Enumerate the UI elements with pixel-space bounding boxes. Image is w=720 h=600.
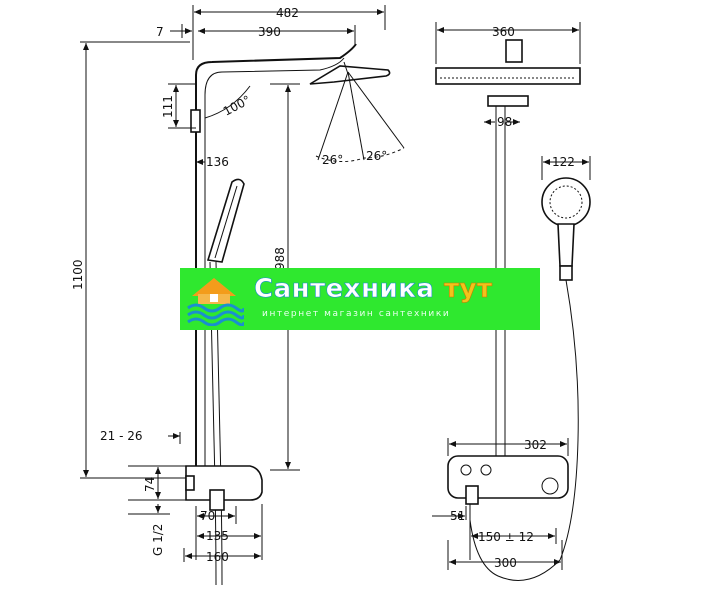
dim-390-label: 390 <box>258 25 281 39</box>
watermark-banner: Сантехника тут интернет магазин сантехни… <box>180 268 540 330</box>
dim-7-label: 7 <box>156 25 164 39</box>
angle-26-left-label: 26° <box>322 153 343 167</box>
spray-line-left <box>317 71 349 161</box>
watermark-title-main: Сантехника <box>254 274 435 305</box>
dim-74-label: 74 <box>143 477 157 492</box>
front-view <box>435 39 591 581</box>
spray-line-center <box>347 71 365 161</box>
front-hand-shower-handle <box>557 223 575 267</box>
side-wall-bracket <box>190 109 201 133</box>
dim-300-label: 300 <box>494 556 517 570</box>
dim-1100-label: 1100 <box>71 259 85 290</box>
thermostat-button-2 <box>480 464 492 476</box>
front-hand-shower-holder <box>559 265 573 281</box>
house-waves-logo-icon <box>187 278 244 326</box>
dim-160-label: 160 <box>206 550 229 564</box>
front-hose <box>469 279 579 581</box>
front-hand-shower-head <box>541 177 591 227</box>
thread-g12-label: G 1/2 <box>151 524 165 556</box>
spray-line-right <box>347 71 405 149</box>
side-thermostat <box>185 465 263 501</box>
watermark-title: Сантехника тут <box>254 274 493 305</box>
dim-150-label: 150 ± 12 <box>478 530 534 544</box>
dim-136-label: 136 <box>206 155 229 169</box>
dim-988-label: 988 <box>273 247 287 270</box>
front-overhead-shower-head <box>435 67 581 85</box>
front-dimensions <box>432 22 591 570</box>
front-arm-joint <box>487 95 529 107</box>
dim-111-label: 111 <box>161 95 175 118</box>
dim-122-label: 122 <box>552 155 575 169</box>
dim-70-label: 70 <box>200 509 215 523</box>
dim-135-label: 135 <box>206 529 229 543</box>
dim-482-label: 482 <box>276 6 299 20</box>
angle-100-label: 100° <box>221 93 253 119</box>
dim-360-label: 360 <box>492 25 515 39</box>
thermostat-button-1 <box>460 464 472 476</box>
watermark-subtitle: интернет магазин сантехники <box>262 309 451 319</box>
dim-21-26-label: 21 - 26 <box>100 429 143 443</box>
dim-302-label: 302 <box>524 438 547 452</box>
dim-98-label: 98 <box>497 115 512 129</box>
side-shower-arm <box>195 43 357 76</box>
watermark-title-accent: тут <box>434 274 493 305</box>
thermostat-dial <box>541 477 559 495</box>
dim-51-label: 51 <box>450 509 465 523</box>
front-outlet <box>465 485 479 505</box>
angle-26-right-label: 26° <box>366 149 387 163</box>
front-head-connector <box>505 39 523 63</box>
side-outlet <box>209 489 225 511</box>
side-view <box>185 43 405 586</box>
